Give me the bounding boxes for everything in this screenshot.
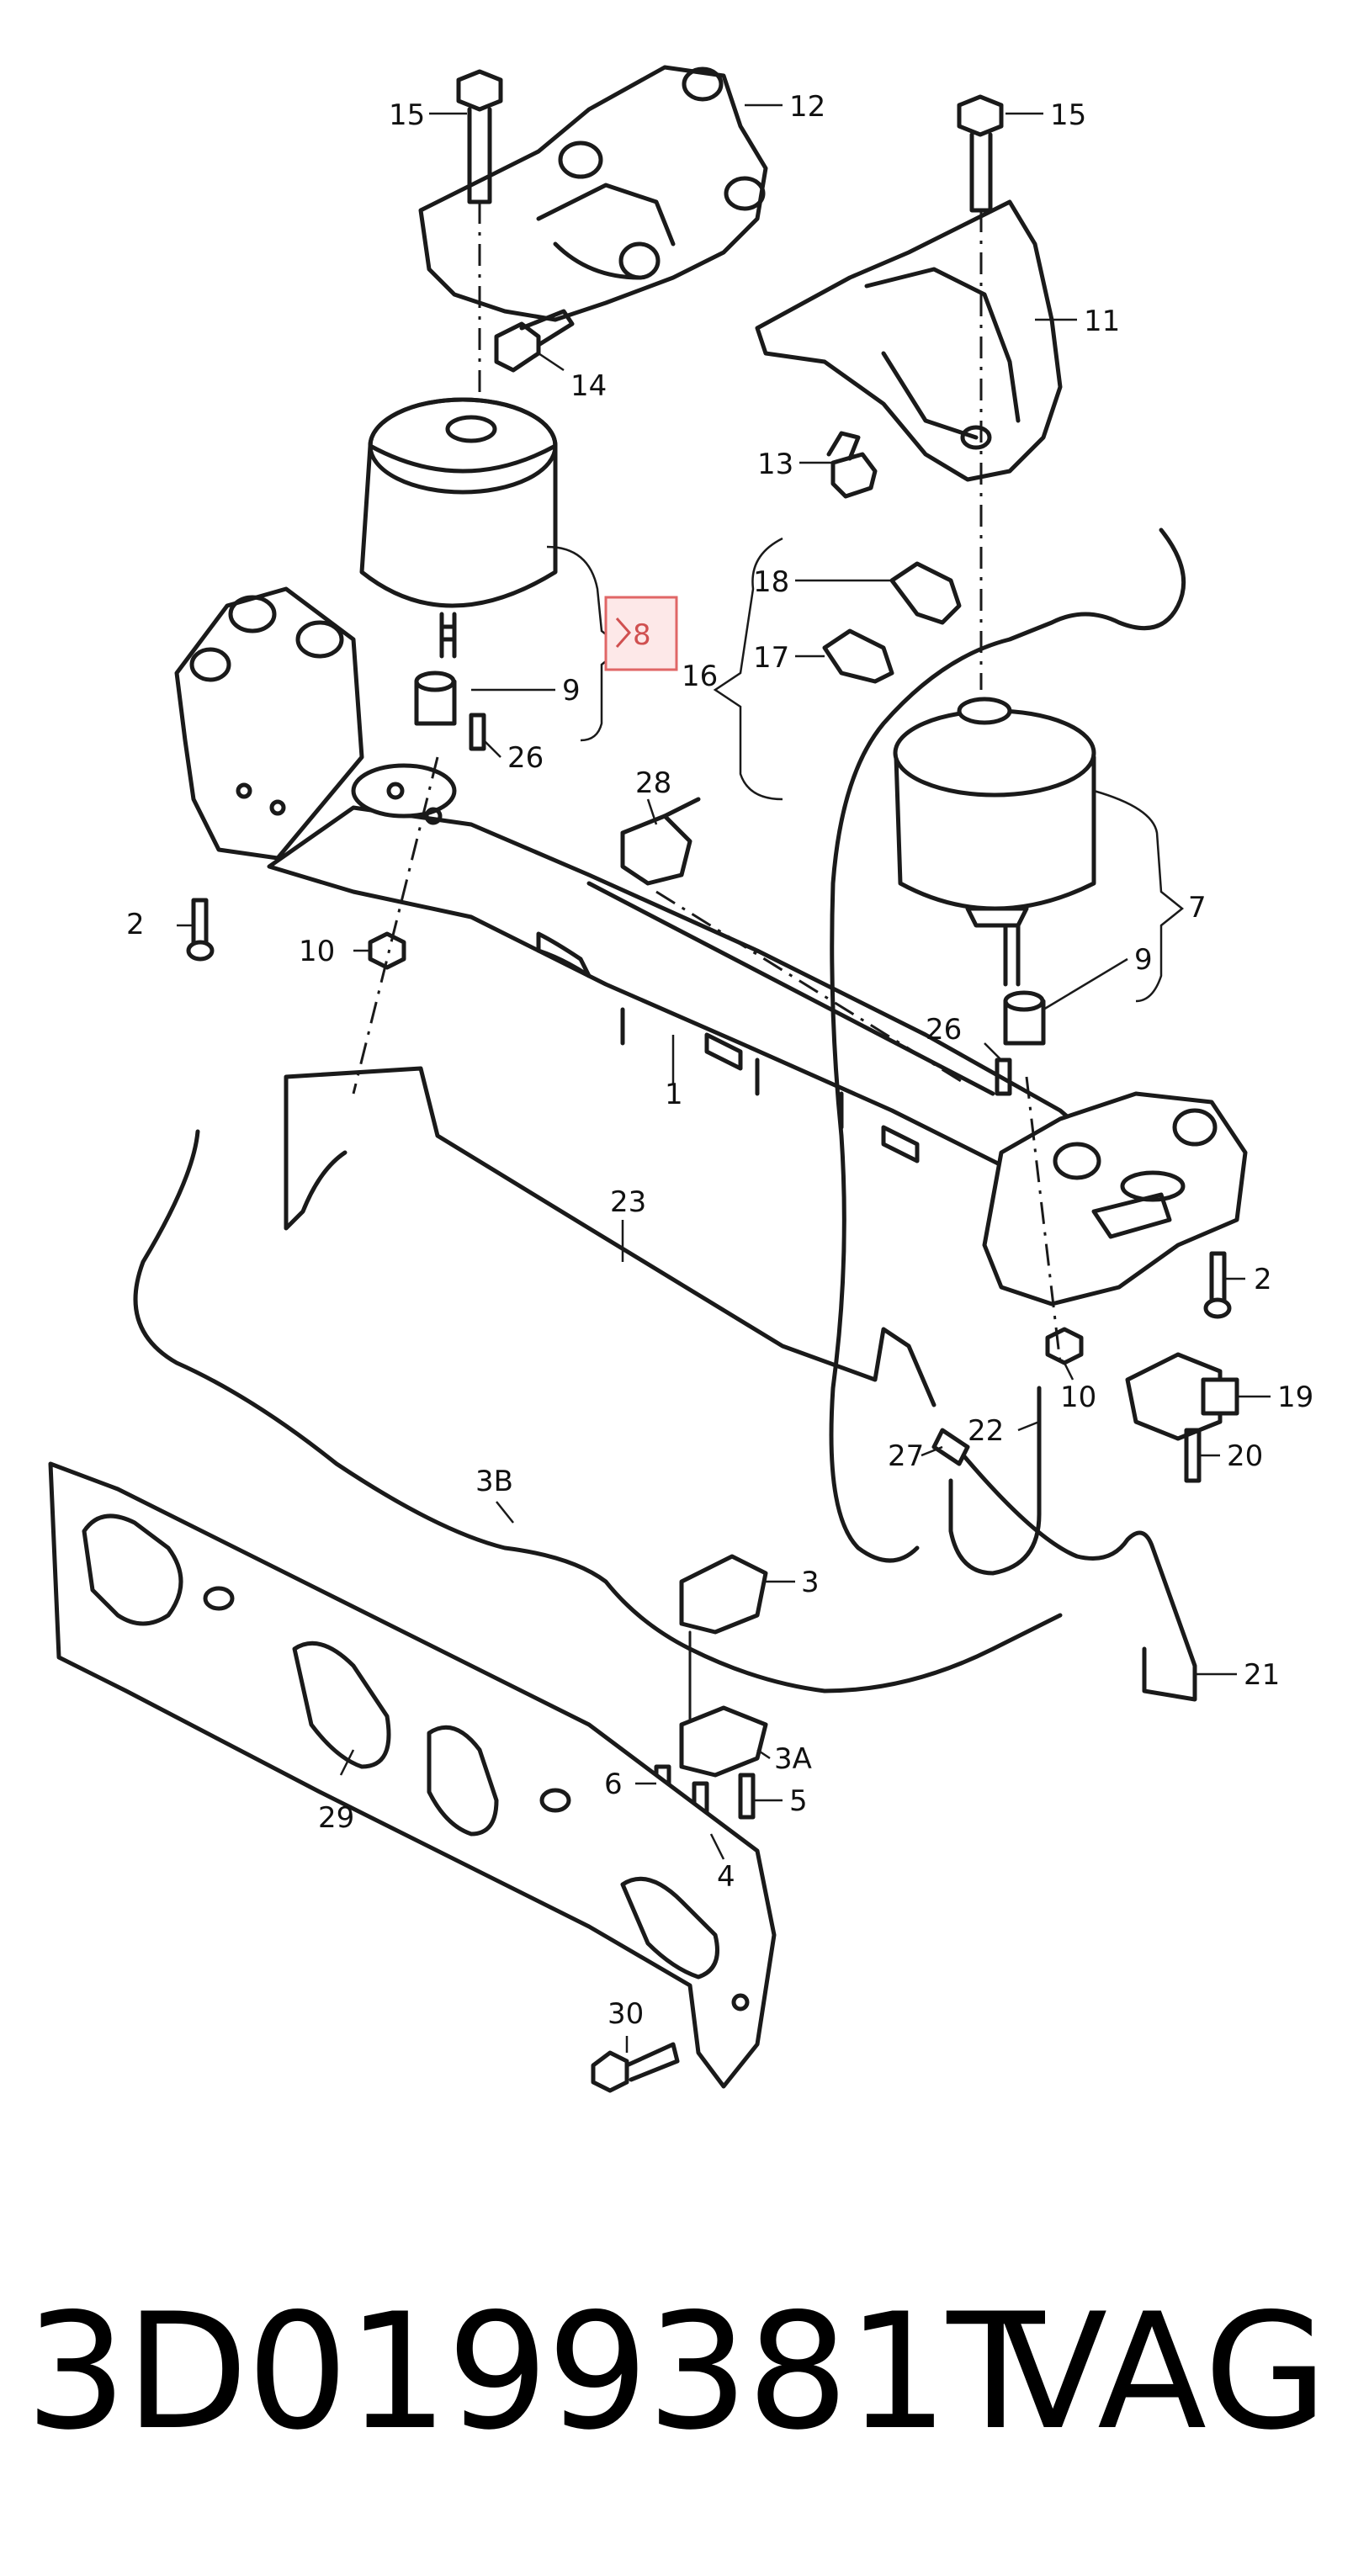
callout-29: 29 [318,1801,354,1835]
clip-part-17 [822,628,894,684]
callout-26-left: 26 [507,741,544,775]
callout-3: 3 [801,1566,820,1599]
bolt-part-15-right [957,94,1004,690]
callout-17: 17 [753,641,789,675]
callout-15-left: 15 [389,98,425,132]
subframe-bracket-left [174,586,364,861]
clip-part-18 [889,561,962,625]
vacuum-line-part-16 [829,527,1186,1563]
callout-20: 20 [1227,1439,1263,1473]
callout-30: 30 [608,1997,644,2031]
bolt-part-20 [1184,1428,1202,1483]
part-number: 3D0199381T [25,2279,1044,2465]
callout-2-right: 2 [1254,1263,1272,1296]
sleeve-part-9-right [1003,990,1046,1046]
callout-10-right: 10 [1060,1381,1096,1414]
fitting-part-26-right [995,1057,1012,1096]
valve-part-19 [1125,1352,1239,1441]
engine-mount-part-7 [893,697,1096,987]
leader-lines [177,103,1271,2053]
fitting-part-26-left [469,713,486,751]
engine-bracket-part-11 [755,199,1063,482]
footer: 3D0199381T VAG [0,2271,1353,2473]
clip-part-28 [620,797,701,886]
callout-15-right: 15 [1050,98,1086,132]
bolt-part-30 [591,2042,680,2093]
bolt-part-5 [738,1773,756,1820]
bolt-part-13 [826,431,878,499]
centerline-clip [655,890,968,1087]
sleeve-part-9-left [414,671,457,726]
bolt-part-2-right [1203,1251,1232,1319]
stabilizer-bar-part-3B [133,1129,1063,1693]
callout-26-right: 26 [926,1013,962,1047]
nut-part-10-left [368,931,406,970]
callout-12: 12 [789,90,825,124]
subframe-bracket-right [982,1091,1248,1307]
bolt-part-2-left [186,898,215,962]
hose-part-22 [948,1386,1042,1576]
bracket-plate-part-29 [48,1461,777,2089]
callout-10-left: 10 [299,935,335,968]
clamp-part-3A [679,1705,768,1778]
callout-3A: 3A [774,1742,812,1776]
fitting-part-27 [931,1428,1197,1702]
callout-4: 4 [717,1860,735,1894]
callout-8: 8 [633,618,651,652]
callout-21: 21 [1244,1658,1280,1692]
engine-mount-exploded-diagram: 15 12 15 11 14 13 18 17 16 8 9 26 28 7 2… [48,65,1313,2093]
bolt-part-14 [494,309,575,373]
engine-mount-part-8 [359,397,558,659]
callout-2-left: 2 [126,908,145,941]
callout-19: 19 [1277,1381,1313,1414]
callout-28: 28 [635,766,671,800]
callout-11: 11 [1084,305,1120,338]
brand-name: VAG [998,2279,1328,2465]
highlight-arrow [615,617,632,648]
callout-14: 14 [570,369,607,403]
nut-part-10-right [1045,1327,1084,1365]
callout-18: 18 [753,565,789,599]
callout-7: 7 [1188,891,1207,925]
callout-9-right: 9 [1134,943,1153,977]
callout-27: 27 [888,1439,924,1473]
callout-13: 13 [757,448,793,481]
callout-5: 5 [789,1784,808,1818]
callout-9-left: 9 [562,674,581,708]
highlight-box [604,596,678,671]
hose-part-23 [284,1066,936,1407]
callout-23: 23 [610,1185,646,1219]
centerline-left [352,756,439,1095]
centerline-right [1025,1076,1062,1364]
bolt-part-15-left [456,69,503,404]
callout-16: 16 [682,660,718,693]
clamp-part-3 [679,1554,768,1735]
callout-6: 6 [604,1768,623,1801]
callout-22: 22 [968,1414,1004,1448]
callout-3B: 3B [475,1465,513,1498]
callout-1: 1 [665,1078,683,1111]
